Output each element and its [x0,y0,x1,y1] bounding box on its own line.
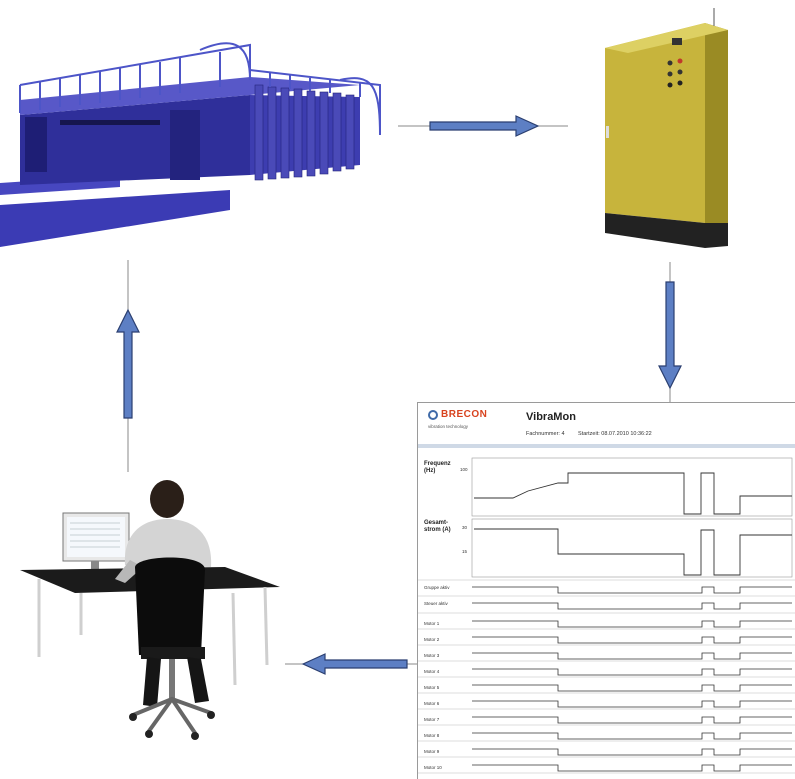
brand-tagline: vibration technology [428,424,469,429]
control-cabinet-illustration [605,8,728,248]
row-label: Motor 10 [424,765,442,770]
row-label: Motor 4 [424,669,440,674]
arrow-cabinet-to-monitor [658,262,682,402]
row-label: Steuer aktiv [424,601,448,606]
app-title: VibraMon [526,411,576,423]
current-chart-label: Gesamt-strom (A) [424,520,451,533]
frequency-tick-top: 100 [460,467,468,472]
start-time: Startzeit: 08.07.2010 10:36:22 [578,431,652,437]
row-label: Motor 8 [424,733,440,738]
arrow-monitor-to-operator [285,653,417,675]
row-label: Motor 7 [424,717,440,722]
arrow-machine-to-cabinet [398,115,568,137]
brand-name: BRECON [441,409,488,420]
frequency-chart-label: Frequenz (Hz) [424,461,451,474]
brecon-logo-icon [428,410,438,420]
session-meta: Fachnummer: 4 Startzeit: 08.07.2010 10:3… [526,431,664,437]
field-number: Fachnummer: 4 [526,431,565,437]
row-label: Motor 5 [424,685,440,690]
row-label: Motor 3 [424,653,440,658]
vibrating-machine-illustration [0,42,381,247]
row-label: Motor 6 [424,701,440,706]
row-label: Motor 2 [424,637,440,642]
row-label: Motor 9 [424,749,440,754]
row-label: Motor 1 [424,621,440,626]
brecon-logo: BRECON [428,409,487,420]
vibramon-panel: BRECON vibration technology VibraMon Fac… [417,402,795,779]
current-tick-mid: 15 [462,549,468,554]
arrow-operator-to-machine [116,260,140,472]
header-divider [418,444,795,448]
vibramon-traces [418,457,795,774]
operator-workstation-illustration [20,480,280,740]
current-tick-top: 30 [462,525,468,530]
row-label: Gruppe aktiv [424,585,450,590]
